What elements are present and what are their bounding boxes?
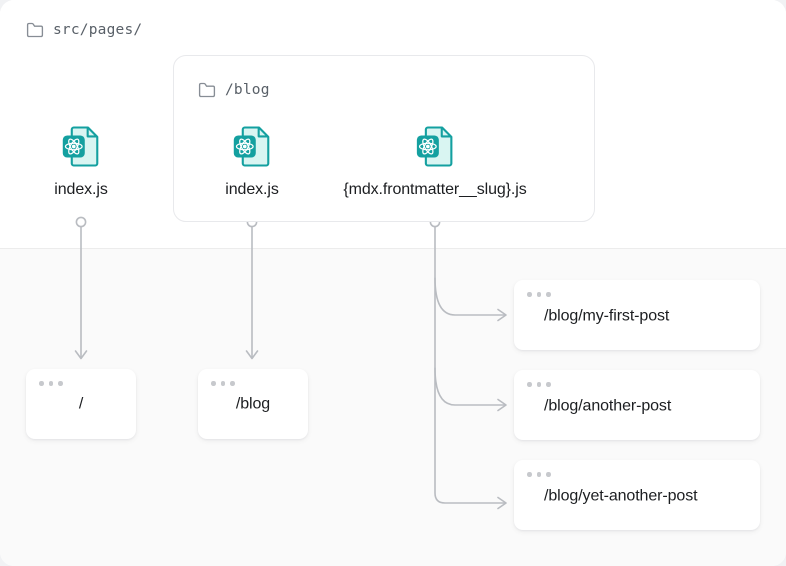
route-url: /blog/my-first-post [544, 307, 670, 325]
window-dots-icon [527, 382, 551, 387]
react-js-file-icon [57, 122, 105, 170]
route-url: /blog/another-post [544, 397, 672, 415]
file-node-blog-slug[interactable]: {mdx.frontmatter__slug}.js [343, 122, 527, 199]
route-card-post-1[interactable]: /blog/my-first-post [514, 280, 760, 350]
blog-folder-header: /blog [198, 82, 270, 98]
window-dots-icon [211, 381, 235, 386]
route-card-post-2[interactable]: /blog/another-post [514, 370, 760, 440]
root-folder-header: src/pages/ [26, 22, 142, 38]
folder-icon [26, 22, 44, 38]
file-node-root-index[interactable]: index.js [54, 122, 108, 199]
route-url: / [78, 395, 84, 413]
file-node-blog-index[interactable]: index.js [225, 122, 279, 199]
file-label: {mdx.frontmatter__slug}.js [343, 181, 527, 198]
window-dots-icon [527, 472, 551, 477]
window-dots-icon [527, 292, 551, 297]
route-card-post-3[interactable]: /blog/yet-another-post [514, 460, 760, 530]
route-url: /blog/yet-another-post [544, 487, 698, 505]
folder-icon [198, 82, 216, 98]
window-dots-icon [39, 381, 63, 386]
route-card-blog[interactable]: /blog [198, 369, 308, 439]
route-card-root[interactable]: / [26, 369, 136, 439]
route-url: /blog [235, 395, 271, 413]
file-label: index.js [54, 181, 108, 198]
blog-folder-label: /blog [225, 82, 270, 98]
react-js-file-icon [228, 122, 276, 170]
react-js-file-icon [411, 122, 459, 170]
file-label: index.js [225, 181, 279, 198]
root-folder-label: src/pages/ [53, 22, 143, 38]
